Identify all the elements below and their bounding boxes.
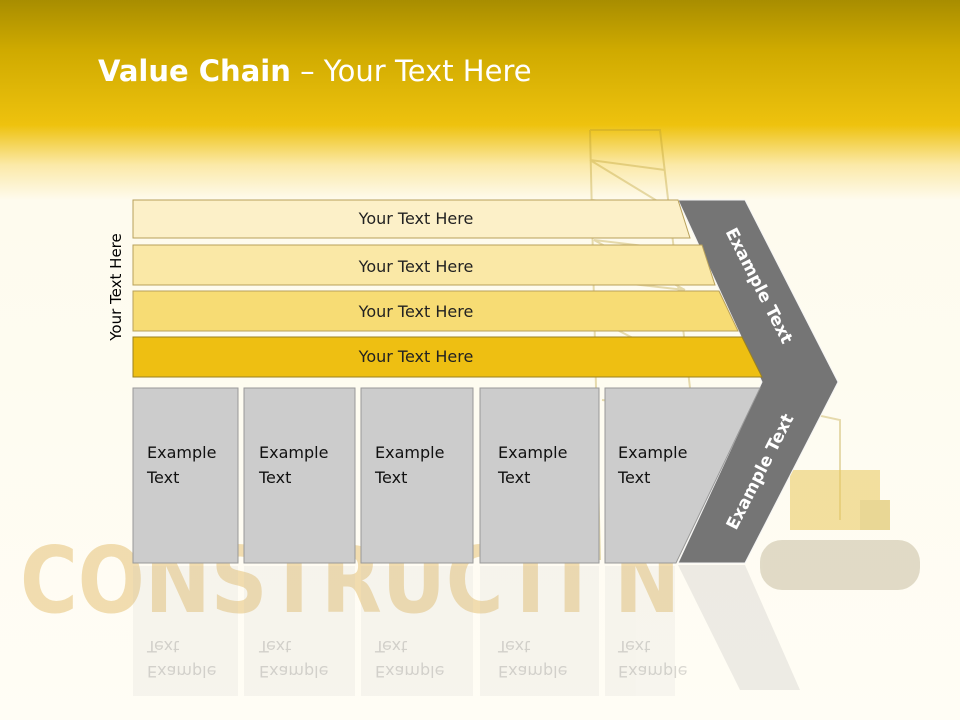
activity-bar-1-label: Your Text Here <box>358 209 474 228</box>
svg-text:CONSTRUCTI N: CONSTRUCTI N <box>20 527 680 634</box>
construction-word-art: CONSTRUCTI N <box>20 527 680 634</box>
excavator-icon <box>760 470 920 590</box>
slide-title: Value Chain – Your Text Here <box>98 54 532 88</box>
title-bold: Value Chain <box>98 54 291 88</box>
activity-bar-2-label: Your Text Here <box>358 257 474 276</box>
title-rest: – Your Text Here <box>290 54 532 88</box>
activity-bar-3-label: Your Text Here <box>358 302 474 321</box>
activity-bar-4-label: Your Text Here <box>358 347 474 366</box>
side-label: Your Text Here <box>107 233 125 341</box>
